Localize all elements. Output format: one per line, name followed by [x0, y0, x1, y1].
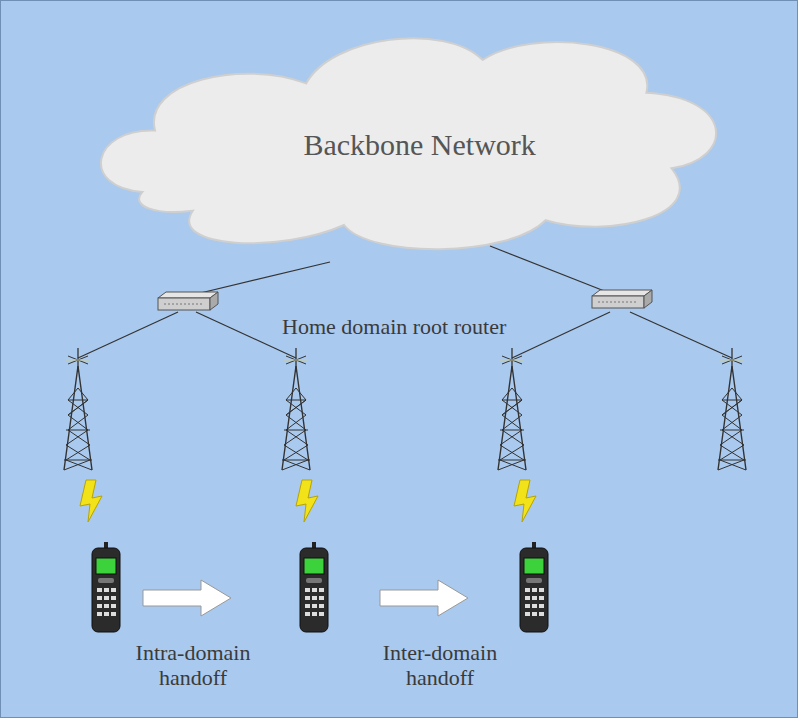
cloud-node: Backbone Network: [92, 22, 722, 258]
handoff-label: Inter-domain handoff: [370, 640, 510, 691]
cloud-title: Backbone Network: [303, 128, 535, 162]
handoff-label: Intra-domain handoff: [118, 640, 268, 691]
router-label: Home domain root router: [282, 314, 602, 339]
